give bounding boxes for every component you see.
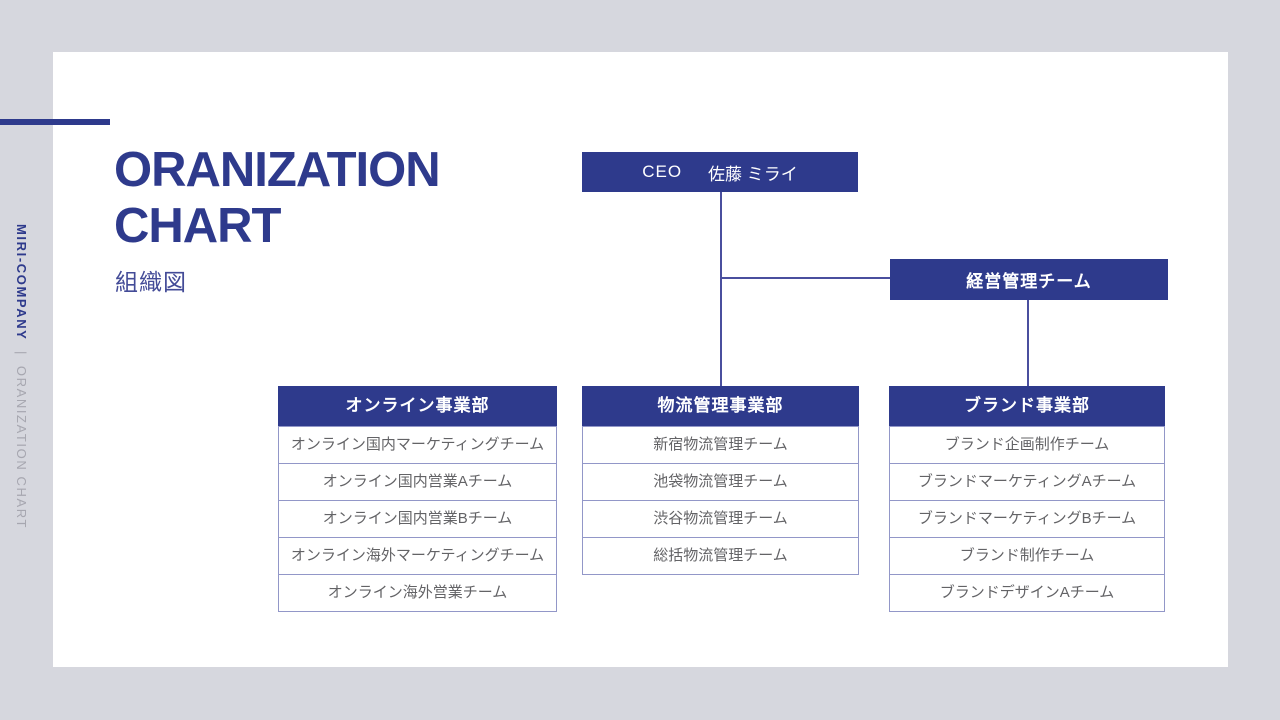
team-item: ブランドデザインAチーム (890, 574, 1164, 611)
team-item: オンライン国内営業Bチーム (279, 500, 556, 537)
management-team-box: 経営管理チーム (890, 259, 1168, 300)
accent-bar (0, 119, 110, 125)
department-logistics-team-list: 新宿物流管理チーム 池袋物流管理チーム 渋谷物流管理チーム 総括物流管理チーム (582, 426, 859, 575)
department-online-header: オンライン事業部 (278, 386, 557, 426)
department-online-team-list: オンライン国内マーケティングチーム オンライン国内営業Aチーム オンライン国内営… (278, 426, 557, 612)
team-item: 総括物流管理チーム (583, 537, 858, 574)
ceo-box: CEO 佐藤 ミライ (582, 152, 858, 192)
team-item: ブランド企画制作チーム (944, 436, 1110, 453)
department-brand: ブランド事業部 ブランド企画制作チーム ブランドマーケティングAチーム ブランド… (889, 386, 1165, 612)
department-brand-header: ブランド事業部 (889, 386, 1165, 426)
team-item: ブランド制作チーム (890, 537, 1164, 574)
page-subtitle: 組織図 (115, 269, 187, 295)
sidebar-caption-text: ORANIZATION CHART (14, 365, 29, 530)
connector-ceo-to-management (721, 277, 890, 279)
team-item: ブランドマーケティングBチーム (890, 500, 1164, 537)
team-item: ブランドマーケティングAチーム (890, 463, 1164, 500)
connector-management-to-brand (1027, 300, 1029, 386)
brand-text: MIRI-COMPANY (14, 224, 29, 341)
sidebar-caption: MIRI-COMPANY | ORANIZATION CHART (14, 224, 29, 529)
department-brand-team-list: ブランド企画制作チーム ブランドマーケティングAチーム ブランドマーケティングB… (889, 426, 1165, 612)
page-title: ORANIZATION CHART (114, 142, 441, 254)
team-item: 渋谷物流管理チーム (583, 500, 858, 537)
team-item: オンライン国内マーケティングチーム (290, 436, 545, 453)
team-item: 新宿物流管理チーム (653, 436, 788, 453)
ceo-name: 佐藤 ミライ (708, 164, 798, 184)
page-title-line1: ORANIZATION (114, 143, 441, 197)
department-logistics: 物流管理事業部 新宿物流管理チーム 池袋物流管理チーム 渋谷物流管理チーム 総括… (582, 386, 859, 575)
ceo-role-label: CEO (642, 162, 683, 181)
page-title-line2: CHART (114, 199, 281, 253)
connector-ceo-to-logistics (720, 192, 722, 386)
team-item: オンライン国内営業Aチーム (279, 463, 556, 500)
management-team-label: 経営管理チーム (966, 272, 1092, 291)
team-item: オンライン海外営業チーム (279, 574, 556, 611)
department-online: オンライン事業部 オンライン国内マーケティングチーム オンライン国内営業Aチーム… (278, 386, 557, 612)
department-logistics-header: 物流管理事業部 (582, 386, 859, 426)
team-item: 池袋物流管理チーム (583, 463, 858, 500)
team-item: オンライン海外マーケティングチーム (279, 537, 556, 574)
sidebar-separator: | (14, 350, 29, 356)
